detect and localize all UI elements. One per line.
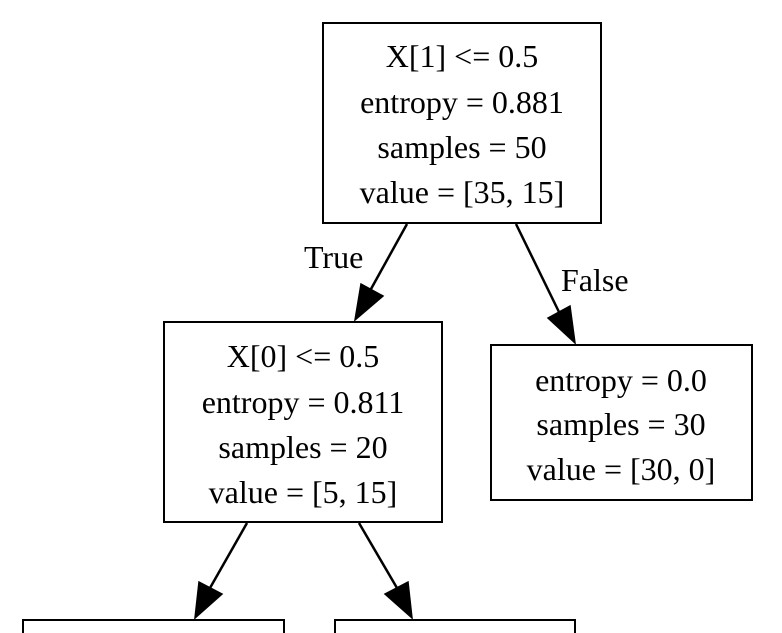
node-right-value: value = [30, 0]: [527, 451, 716, 487]
arrow-head-root-right: [546, 304, 577, 345]
node-root-value: value = [35, 15]: [360, 174, 565, 210]
tree-node-left-left-box: [22, 619, 285, 633]
edge-root-to-right: [514, 223, 577, 345]
node-left-entropy: entropy = 0.811: [202, 384, 405, 420]
tree-node-right: entropy = 0.0 samples = 30 value = [30, …: [490, 344, 753, 501]
arrow-head-left-right: [383, 580, 413, 620]
arrow-head-left-left: [194, 580, 224, 620]
tree-node-left-right-box: [334, 619, 576, 633]
edge-left-to-right-child: [357, 522, 413, 620]
edge-label-false: False: [561, 262, 629, 298]
node-root-samples: samples = 50: [377, 129, 546, 165]
node-right-box: [490, 344, 753, 501]
tree-node-root: X[1] <= 0.5 entropy = 0.881 samples = 50…: [322, 22, 602, 224]
node-right-entropy: entropy = 0.0: [535, 362, 707, 398]
node-root-box: [322, 22, 602, 224]
tree-node-left: X[0] <= 0.5 entropy = 0.811 samples = 20…: [163, 321, 443, 523]
arrow-head-root-left: [353, 282, 385, 322]
node-left-split: X[0] <= 0.5: [227, 338, 380, 374]
node-root-split: X[1] <= 0.5: [386, 38, 539, 74]
node-left-value: value = [5, 15]: [209, 474, 398, 510]
edge-label-true: True: [304, 239, 363, 275]
node-right-samples: samples = 30: [536, 406, 705, 442]
node-left-samples: samples = 20: [218, 429, 387, 465]
edge-root-to-left: [353, 223, 409, 322]
node-left-box: [163, 321, 443, 523]
node-root-entropy: entropy = 0.881: [360, 84, 564, 120]
edge-left-to-left-child: [194, 522, 249, 620]
